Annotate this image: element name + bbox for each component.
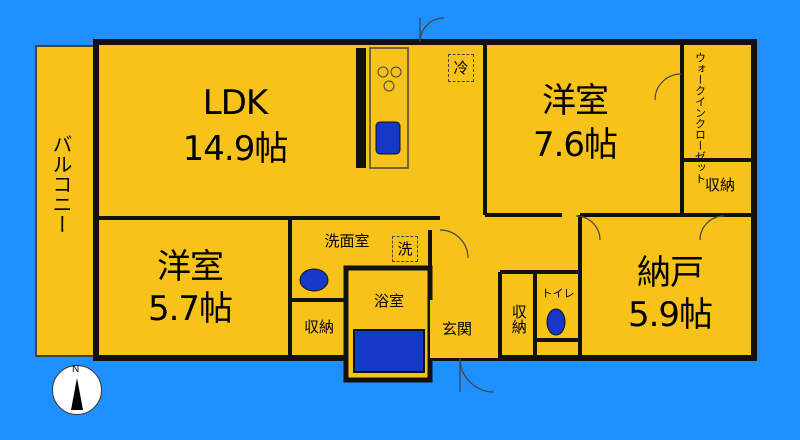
door-swings — [419, 17, 725, 393]
stove-burner — [377, 66, 389, 78]
western-room-2-name: 洋室 — [157, 247, 224, 287]
wash-basin — [299, 268, 329, 292]
ldk-size: 14.9帖 — [182, 129, 289, 169]
western-room-1-size: 7.6帖 — [532, 125, 618, 165]
bathroom-label: 浴室 — [373, 292, 404, 310]
north-arrow-icon — [71, 378, 83, 410]
north-label: N — [72, 364, 80, 375]
storage-3-label: 収納 — [509, 304, 528, 334]
storage-room-size: 5.9帖 — [627, 295, 713, 335]
kitchen-sink — [375, 121, 401, 155]
interior-walls — [96, 42, 754, 358]
western-room-1-name: 洋室 — [542, 81, 609, 121]
walk-in-closet-label: ウォークインクローゼット — [693, 52, 707, 184]
bathtub — [353, 329, 425, 373]
balcony-area — [35, 45, 97, 357]
storage-2-label: 収納 — [303, 318, 334, 336]
fridge-label: 冷 — [448, 54, 474, 82]
storage-1-label: 収納 — [704, 176, 735, 194]
entrance-label: 玄関 — [441, 320, 472, 338]
western-room-2-size: 5.7帖 — [147, 289, 233, 329]
toilet-bowl — [546, 308, 566, 336]
stove-burner — [383, 80, 395, 92]
washroom-label: 洗面室 — [324, 232, 370, 250]
storage-room-name: 納戸 — [637, 253, 704, 293]
kitchen-wall — [356, 48, 366, 168]
stove-burner — [390, 66, 402, 78]
north-compass: N — [52, 364, 102, 415]
washer-label: 洗 — [392, 236, 418, 262]
entrance-area — [430, 300, 500, 358]
toilet-label: トイレ — [541, 287, 575, 300]
balcony-label: バルコニー — [49, 134, 73, 234]
ldk-name: LDK — [202, 83, 268, 123]
